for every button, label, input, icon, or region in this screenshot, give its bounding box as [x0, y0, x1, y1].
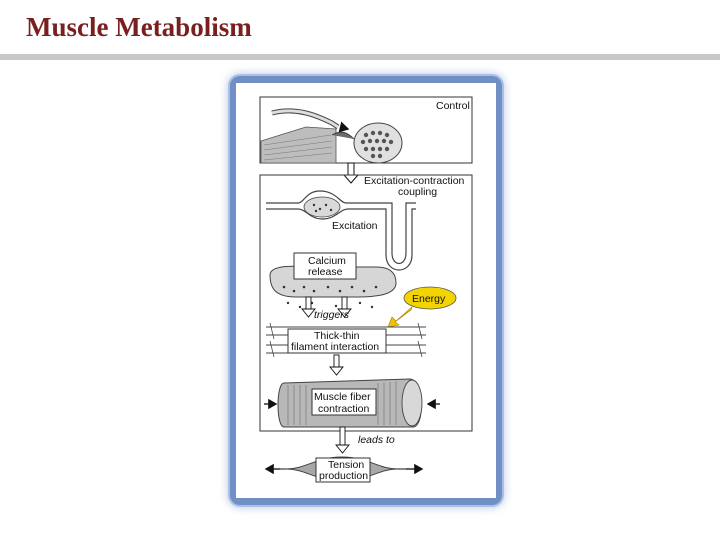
arrows-triggers: [301, 296, 352, 318]
process-box: [259, 174, 473, 432]
control-box: [259, 96, 473, 164]
vesicle: [303, 196, 341, 218]
label-fiber-2: contraction: [318, 403, 370, 415]
label-leads-to: leads to: [358, 434, 395, 446]
label-fiber-1: Muscle fiber: [314, 391, 371, 403]
label-energy: Energy: [412, 293, 446, 305]
control-section: Control: [259, 96, 473, 164]
tension-production: Tension production: [264, 456, 424, 483]
energy-arrow: [387, 306, 413, 328]
title-divider: [0, 54, 720, 60]
label-control: Control: [436, 100, 470, 112]
excitation-structure: Excitation: [266, 190, 416, 271]
label-calcium-2: release: [308, 266, 343, 278]
energy-oval: [403, 286, 457, 310]
label-ec-coupling-1: Excitation-contraction: [364, 175, 465, 187]
label-tension-1: Tension: [328, 459, 364, 471]
arrow-to-fiber: [329, 354, 344, 376]
calcium-release-structure: Calcium release: [269, 252, 397, 309]
label-thick-thin-1: Thick-thin: [314, 330, 360, 342]
muscle-fiber: Muscle fiber contraction: [264, 378, 440, 428]
energy-input: Energy: [387, 286, 457, 328]
calcium-release-box: [293, 252, 357, 280]
tension-box: [315, 457, 371, 483]
label-calcium-1: Calcium: [308, 255, 346, 267]
label-ec-coupling-2: coupling: [398, 186, 437, 198]
muscle-contraction-diagram: Control Excitation-contraction coupling …: [236, 83, 496, 498]
slide-title: Muscle Metabolism: [26, 12, 252, 42]
filament-structure: Thick-thin filament interaction: [266, 322, 426, 358]
label-thick-thin-2: filament interaction: [291, 341, 379, 353]
fiber-contraction-box: [311, 388, 377, 416]
muscle-bundle: [260, 126, 337, 164]
filament-box: [287, 328, 387, 354]
label-tension-2: production: [319, 470, 368, 482]
arrow-leads-to: [335, 426, 350, 454]
label-excitation: Excitation: [332, 220, 378, 232]
label-triggers: triggers: [314, 309, 350, 321]
